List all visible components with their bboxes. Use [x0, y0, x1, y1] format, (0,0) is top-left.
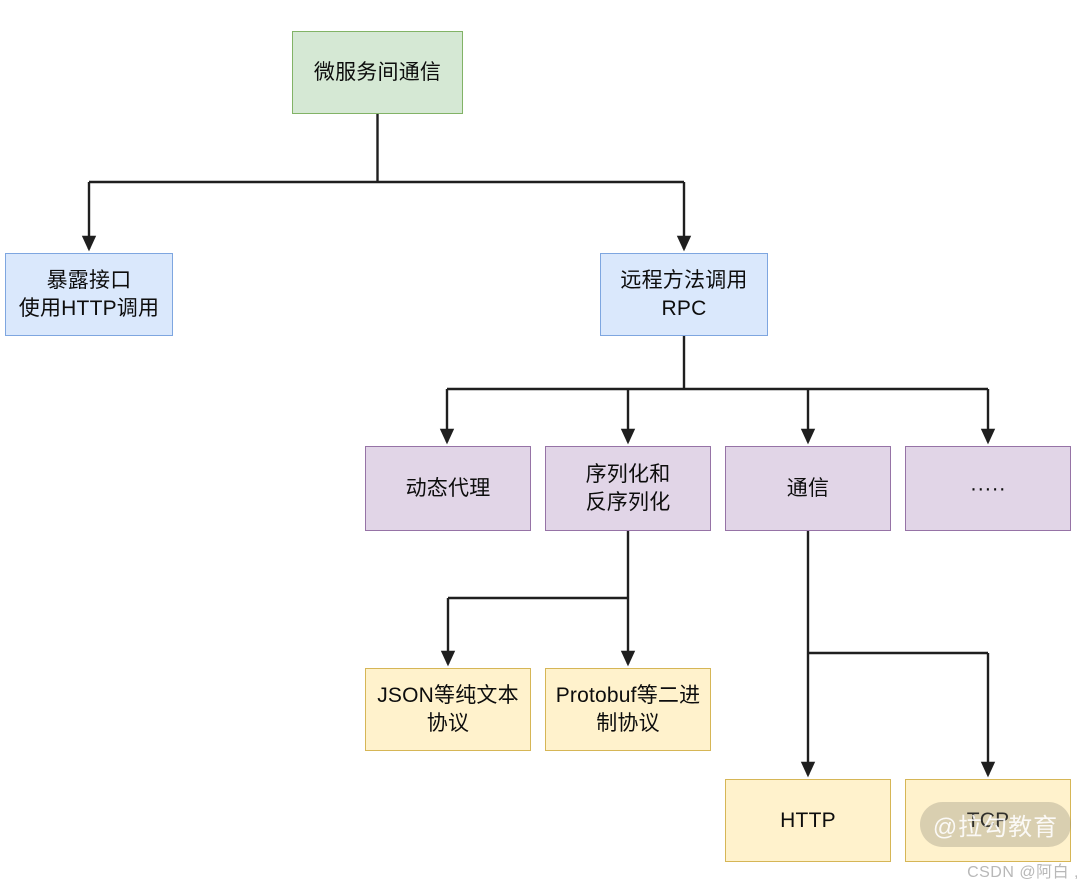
- node-http-expose-label: 暴露接口 使用HTTP调用: [18, 268, 160, 320]
- node-rpc[interactable]: 远程方法调用 RPC: [600, 253, 768, 336]
- node-comm[interactable]: 通信: [725, 446, 891, 531]
- lagou-watermark-label: @拉勾教育: [932, 814, 1059, 841]
- node-root-label: 微服务间通信: [313, 60, 442, 84]
- csdn-credit-label: CSDN @阿白 ,: [967, 864, 1079, 881]
- node-root[interactable]: 微服务间通信: [292, 31, 463, 114]
- node-serialize[interactable]: 序列化和 反序列化: [545, 446, 711, 531]
- node-json-text[interactable]: JSON等纯文本 协议: [365, 668, 531, 751]
- node-dyn-proxy-label: 动态代理: [405, 476, 491, 500]
- node-protobuf-label: Protobuf等二进 制协议: [555, 683, 701, 735]
- csdn-credit: CSDN @阿白 ,: [0, 858, 1079, 882]
- node-tcp[interactable]: TCP: [905, 779, 1071, 862]
- node-json-text-label: JSON等纯文本 协议: [377, 683, 519, 735]
- node-rpc-label: 远程方法调用 RPC: [620, 268, 748, 320]
- node-comm-label: 通信: [786, 476, 830, 500]
- node-http-label: HTTP: [780, 808, 836, 832]
- node-etc-label: ·····: [970, 476, 1006, 500]
- lagou-watermark: @拉勾教育: [920, 802, 1071, 847]
- node-http-expose[interactable]: 暴露接口 使用HTTP调用: [5, 253, 173, 336]
- node-protobuf[interactable]: Protobuf等二进 制协议: [545, 668, 711, 751]
- node-dyn-proxy[interactable]: 动态代理: [365, 446, 531, 531]
- node-tcp-label: TCP: [966, 808, 1010, 832]
- node-http[interactable]: HTTP: [725, 779, 891, 862]
- node-etc[interactable]: ·····: [905, 446, 1071, 531]
- node-serialize-label: 序列化和 反序列化: [585, 462, 671, 514]
